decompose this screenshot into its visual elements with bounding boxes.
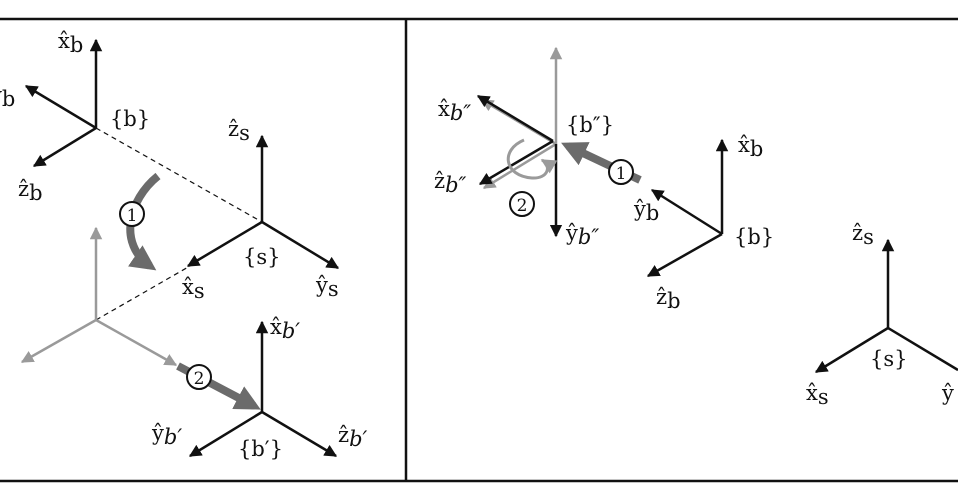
frame-b-prime-z-subscript: b′ xyxy=(349,427,367,451)
frame-s-y-label: ŷ xyxy=(315,273,328,297)
right-frame-s-z-label: ẑ xyxy=(852,221,863,245)
right-frame-s-x-label: x̂ xyxy=(806,381,818,405)
frame-b-prime-y-subscript: b′ xyxy=(164,425,182,449)
frame-b-z-axis xyxy=(32,126,97,168)
svg-text:ẑb: ẑb xyxy=(656,285,681,313)
svg-text:x̂b: x̂b xyxy=(738,133,763,161)
frame-b-prime-y-label: ŷ xyxy=(151,421,164,445)
svg-text:ẑb′: ẑb′ xyxy=(338,423,368,451)
intermediate-frame-right-axis xyxy=(95,318,178,367)
frame-s-x-axis xyxy=(186,220,263,268)
svg-text:ẑs: ẑs xyxy=(852,221,874,249)
svg-text:ŷs: ŷs xyxy=(315,273,339,301)
svg-text:ẑs: ẑs xyxy=(228,117,250,145)
right-frame-s-label: {s} xyxy=(870,347,908,371)
svg-text:ŷb: ŷb xyxy=(0,83,15,111)
frame-b-z-subscript: b xyxy=(29,181,42,205)
frame-s-y-subscript: s xyxy=(328,277,339,301)
svg-text:ẑb″: ẑb″ xyxy=(434,169,467,197)
frame-s-z-label: ẑ xyxy=(228,117,239,141)
svg-text:ŷb′: ŷb′ xyxy=(151,421,182,449)
frame-s-z-subscript: s xyxy=(239,121,250,145)
frame-b-prime-x-label: x̂ xyxy=(270,315,282,339)
svg-text:x̂s: x̂s xyxy=(806,381,829,409)
frame-b-label: {b} xyxy=(110,107,150,131)
frame-b-double-prime-y-subscript: b″ xyxy=(578,225,599,249)
svg-text:x̂b: x̂b xyxy=(58,29,83,57)
right-frame-b-z-axis xyxy=(646,232,723,278)
right-frame-b-x-label: x̂ xyxy=(738,133,750,157)
right-panel: {b″} x̂b″ ẑb″ ŷb″ 2 1 {b} x̂b ŷb ẑb xyxy=(434,46,958,409)
right-frame-s-x-subscript: s xyxy=(818,385,829,409)
right-step-1-label: 1 xyxy=(616,164,627,184)
right-frame-b-y-label: ŷ xyxy=(633,197,646,221)
right-frame-s-z-subscript: s xyxy=(863,225,874,249)
left-panel: {b} x̂b ŷb ẑb {s} ẑs x̂s ŷs 1 xyxy=(0,29,368,461)
frame-b-prime-x-subscript: b′ xyxy=(282,319,300,343)
svg-text:ŷb″: ŷb″ xyxy=(565,221,599,249)
panel-borders xyxy=(0,17,958,483)
right-frame-b: {b} x̂b ŷb ẑb xyxy=(633,133,774,313)
right-frame-s-y-axis xyxy=(887,326,958,372)
pre-rotation-frame-z-axis xyxy=(482,142,557,190)
right-step-2-badge xyxy=(509,191,535,217)
right-frame-b-y-axis xyxy=(650,188,723,236)
frame-b-double-prime: {b″} x̂b″ ẑb″ ŷb″ xyxy=(434,94,614,249)
pre-rotation-frame xyxy=(480,46,563,190)
right-step-1-badge xyxy=(608,159,634,185)
step-1-badge xyxy=(119,201,145,227)
frame-s-x-label: x̂ xyxy=(182,275,194,299)
frame-s-x-subscript: s xyxy=(194,279,205,303)
frame-s-label: {s} xyxy=(243,245,281,269)
frame-b-prime-y-axis xyxy=(188,410,263,458)
frame-b-double-prime-z-subscript: b″ xyxy=(445,173,466,197)
right-step-2-label: 2 xyxy=(517,196,528,216)
svg-text:x̂b″: x̂b″ xyxy=(438,97,471,125)
frame-s: {s} ẑs x̂s ŷs xyxy=(182,117,340,303)
svg-text:ŷb: ŷb xyxy=(633,197,659,225)
frame-b-z-label: ẑ xyxy=(18,177,29,201)
right-frame-b-z-subscript: b xyxy=(667,289,680,313)
frame-b-prime-label: {b′} xyxy=(238,437,283,461)
frame-b-prime-z-axis xyxy=(261,410,338,458)
frame-b: {b} x̂b ŷb ẑb xyxy=(0,29,150,205)
right-frame-b-x-subscript: b xyxy=(750,137,763,161)
right-frame-b-label: {b} xyxy=(734,225,774,249)
frame-b-y-axis xyxy=(24,84,97,130)
right-frame-b-y-subscript: b xyxy=(646,201,659,225)
right-frame-b-z-label: ẑ xyxy=(656,285,667,309)
right-frame-s: {s} ẑs x̂s ŷ xyxy=(806,221,958,409)
frame-b-double-prime-z-label: ẑ xyxy=(434,169,445,193)
frame-b-double-prime-x-label: x̂ xyxy=(438,97,450,121)
frame-b-double-prime-z-axis xyxy=(478,139,554,186)
step-2-label: 2 xyxy=(194,369,205,389)
frame-b-prime: {b′} x̂b′ ŷb′ ẑb′ xyxy=(151,315,368,461)
frame-s-y-axis xyxy=(261,220,340,270)
intermediate-frame-left-axis xyxy=(20,318,97,364)
dashed-connectors xyxy=(95,127,263,321)
rotation-arc-2 xyxy=(506,138,558,180)
frame-b-double-prime-y-label: ŷ xyxy=(565,221,578,245)
frame-b-double-prime-x-subscript: b″ xyxy=(450,101,471,125)
step-1-label: 1 xyxy=(127,206,138,226)
frame-b-y-label: ŷ xyxy=(0,83,2,107)
frame-b-y-subscript: b xyxy=(2,87,15,111)
frame-b-x-subscript: b xyxy=(70,33,83,57)
svg-text:x̂b′: x̂b′ xyxy=(270,315,300,343)
intermediate-frame xyxy=(20,226,178,367)
frame-b-prime-z-label: ẑ xyxy=(338,423,349,447)
svg-text:x̂s: x̂s xyxy=(182,275,205,303)
frame-b-double-prime-x-axis xyxy=(476,94,554,143)
svg-text:ẑb: ẑb xyxy=(18,177,43,205)
right-frame-s-y-label: ŷ xyxy=(941,381,954,405)
frame-b-x-label: x̂ xyxy=(58,29,70,53)
right-frame-s-x-axis xyxy=(814,326,889,374)
frame-b-double-prime-label: {b″} xyxy=(566,113,614,137)
step-2-badge xyxy=(186,364,212,390)
